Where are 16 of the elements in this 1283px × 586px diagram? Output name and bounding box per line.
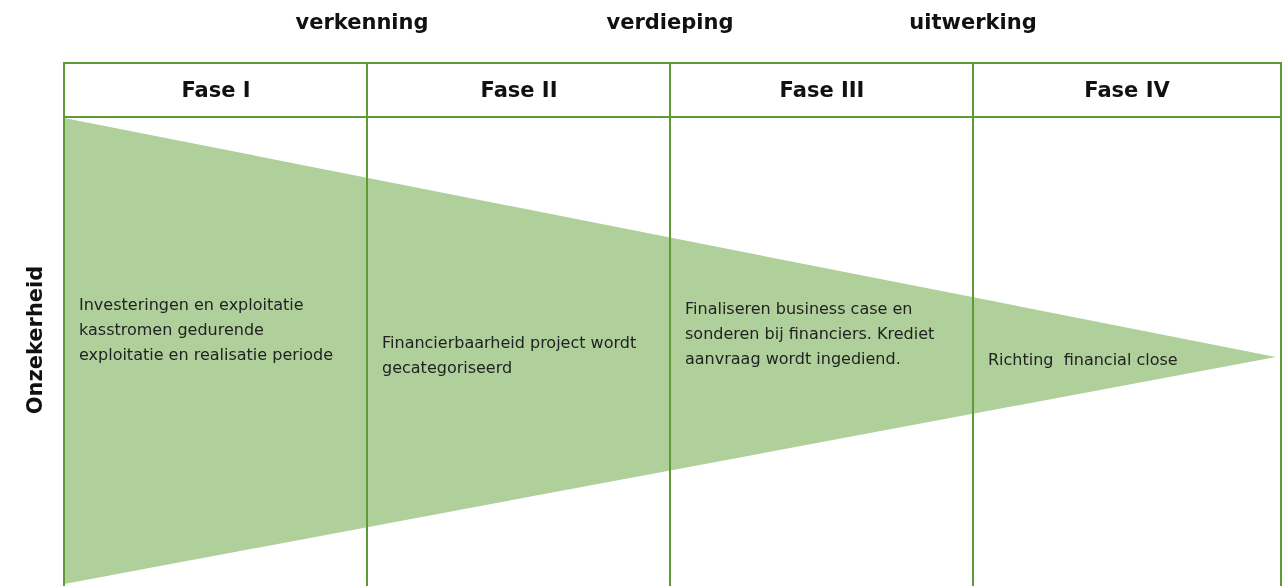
phase-column [972,62,1282,586]
phase-heading: Fase III [671,64,973,118]
phase-heading: Fase IV [974,64,1280,118]
phase-heading: Fase I [65,64,367,118]
phase-description: Richting financial close [988,349,1179,371]
axis-label: Onzekerheid [23,265,47,415]
phase-heading: Fase II [368,64,670,118]
phase-description: Finaliseren business case en sonderen bij financiers. Krediet aanvraag wordt ingediend. [685,298,936,370]
stage-label: verdieping [606,10,734,34]
phase-column [366,62,670,586]
phase-column [669,62,973,586]
phase-column [63,62,367,586]
stage-label: uitwerking [909,10,1037,34]
phase-description: Financierbaarheid project wordt gecategoriseerd [382,332,638,379]
phase-description: Investeringen en exploitatie kasstromen gedurende exploitatie en realisatie periode [79,294,335,366]
stage-label: verkenning [295,10,429,34]
